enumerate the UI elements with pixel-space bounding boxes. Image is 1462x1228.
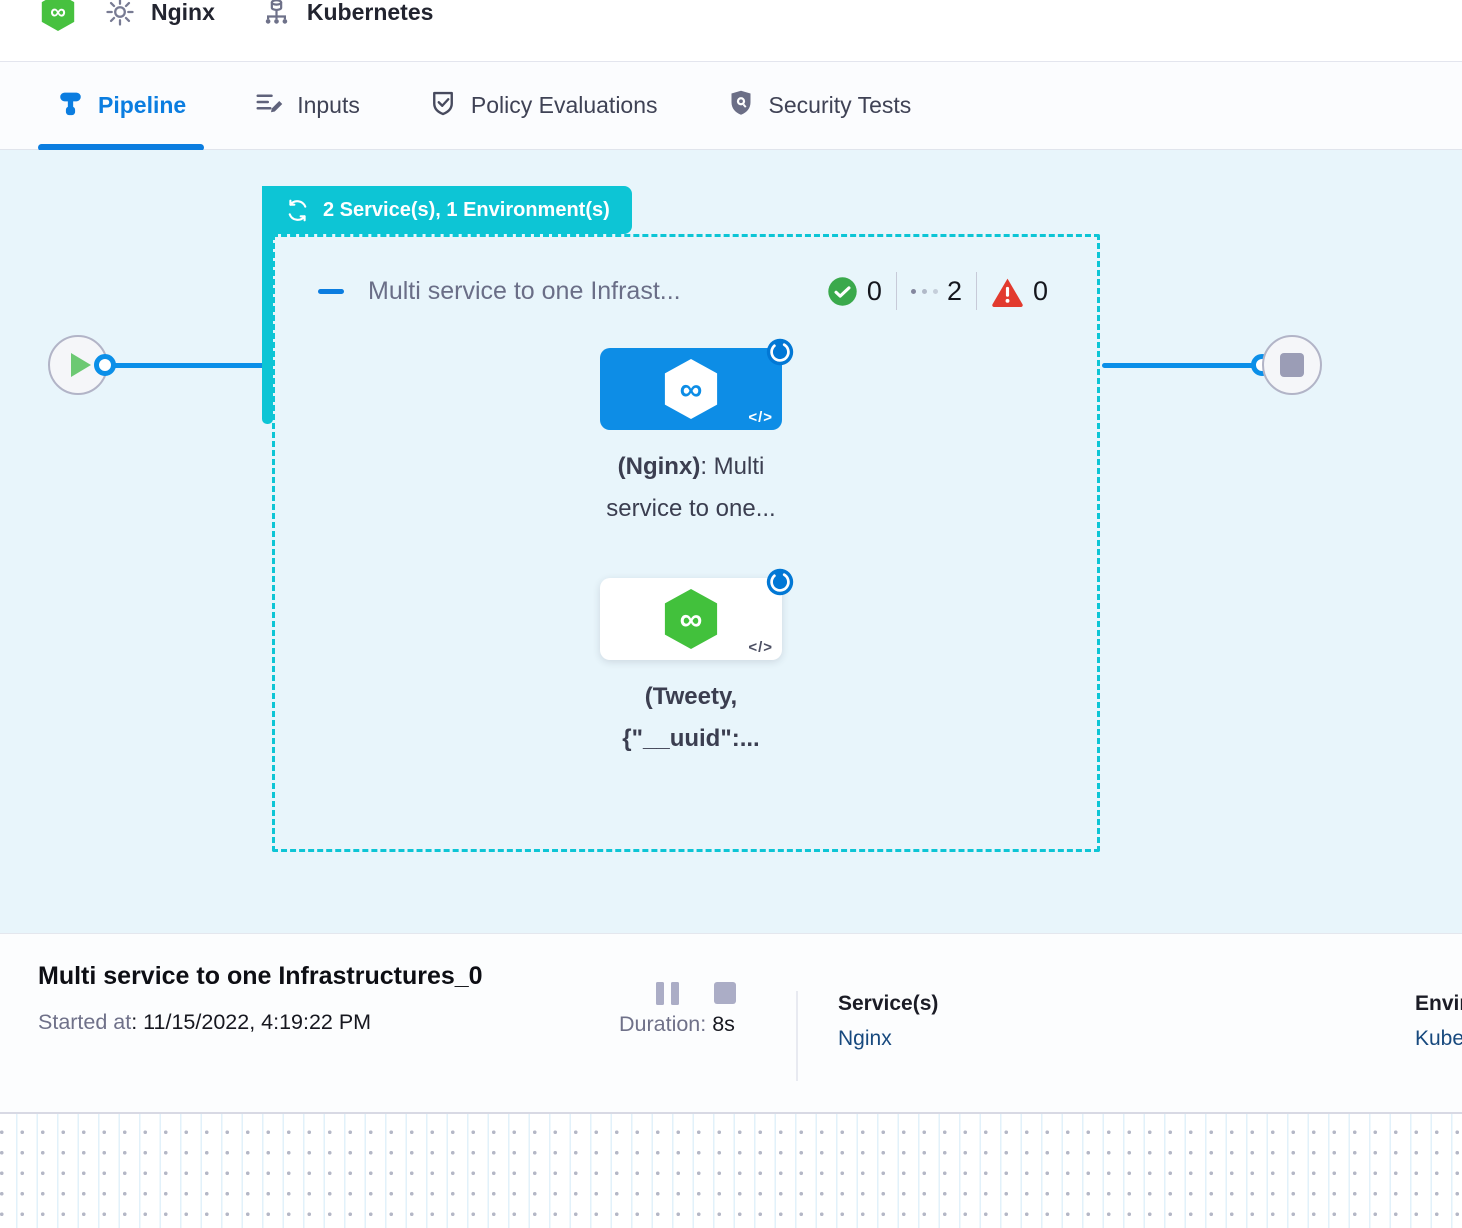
- play-icon: [70, 353, 91, 377]
- started-at-value: : 11/15/2022, 4:19:22 PM: [131, 1010, 372, 1034]
- stage-step-counts: 0 2 0: [827, 272, 1048, 310]
- node-label-line2: service to one...: [606, 495, 776, 522]
- running-count-icon: [910, 288, 938, 294]
- environment-link[interactable]: Kubernetes: [1415, 1027, 1462, 1050]
- pause-icon: [655, 981, 679, 1005]
- spinner-icon: [766, 338, 794, 366]
- service-node-nginx-label: (Nginx): Multi service to one...: [556, 446, 826, 530]
- execution-summary-bar: Multi service to one Infrastructures_0 S…: [0, 933, 1462, 1112]
- services-column: Service(s) Nginx: [838, 992, 938, 1051]
- policy-shield-check-icon: [428, 88, 458, 123]
- stage-header: Multi service to one Infrast... 0 2 0: [318, 268, 1048, 314]
- tab-policy-evaluations[interactable]: Policy Evaluations: [410, 62, 676, 150]
- stage-title: Multi service to one Infrast...: [368, 276, 681, 305]
- console-log-panel[interactable]: [0, 1112, 1462, 1228]
- pause-execution-button[interactable]: [650, 976, 684, 1010]
- count-divider: [975, 272, 977, 310]
- service-node-tweety-label: (Tweety, {"__uuid":...: [556, 676, 826, 760]
- pipeline-name[interactable]: Nginx: [151, 0, 215, 25]
- breadcrumb-bar: ∞ Nginx Kubernetes: [0, 0, 1462, 62]
- stage-group-strip: [262, 186, 273, 424]
- node-label-bold: (Nginx): [617, 453, 701, 480]
- harness-service-icon: ∞: [664, 359, 718, 419]
- running-count: 2: [946, 275, 962, 306]
- duration-value: 8s: [712, 1012, 735, 1036]
- sync-icon: [288, 199, 307, 221]
- duration-label: Duration:: [619, 1012, 713, 1036]
- abort-execution-button[interactable]: [708, 976, 742, 1010]
- execution-title: Multi service to one Infrastructures_0: [38, 962, 483, 990]
- collapse-stage-button[interactable]: [318, 288, 344, 294]
- environment-name[interactable]: Kubernetes: [306, 0, 434, 25]
- stop-icon: [714, 982, 736, 1004]
- service-link[interactable]: Nginx: [838, 1027, 892, 1050]
- edge-stage-to-end: [1102, 363, 1254, 368]
- pipeline-canvas: 2 Service(s), 1 Environment(s) Multi ser…: [0, 150, 1462, 933]
- end-node: [1262, 335, 1322, 395]
- services-label: Service(s): [838, 992, 939, 1015]
- cluster-icon: [261, 0, 292, 28]
- pipeline-tab-icon: [56, 89, 85, 123]
- start-node-out-port: [94, 354, 116, 376]
- started-at-label: Started at: [38, 1010, 132, 1034]
- tab-pipeline-label: Pipeline: [98, 92, 187, 118]
- success-count-icon: [828, 276, 857, 306]
- code-icon: </>: [748, 639, 773, 656]
- service-node-tweety[interactable]: ∞ </>: [600, 578, 782, 660]
- service-node-nginx[interactable]: ∞ </>: [600, 348, 782, 430]
- tab-policy-evaluations-label: Policy Evaluations: [470, 92, 658, 118]
- stage-group-badge-label: 2 Service(s), 1 Environment(s): [323, 198, 610, 221]
- stop-icon: [1280, 353, 1304, 377]
- node-label-line2: {"__uuid":...: [622, 725, 760, 752]
- tab-inputs-label: Inputs: [297, 92, 360, 118]
- tab-pipeline[interactable]: Pipeline: [38, 62, 205, 151]
- footer-divider: [796, 991, 798, 1081]
- breadcrumb: ∞ Nginx Kubernetes: [40, 0, 433, 38]
- started-at: Started at: 11/15/2022, 4:19:22 PM: [38, 1010, 371, 1035]
- code-icon: </>: [748, 409, 773, 426]
- environments-label: Environment(s): [1415, 992, 1462, 1015]
- security-shield-icon: [726, 88, 756, 123]
- inputs-tab-icon: [254, 88, 284, 123]
- environments-column: Environment(s) Kubernetes: [1415, 992, 1462, 1051]
- tab-security-tests-label: Security Tests: [768, 92, 912, 118]
- spinner-icon: [766, 568, 794, 596]
- failed-count: 0: [1032, 275, 1048, 306]
- stage-container: [272, 234, 1100, 852]
- duration: Duration: 8s: [619, 1012, 735, 1037]
- tab-security-tests[interactable]: Security Tests: [708, 62, 930, 150]
- stage-group-badge[interactable]: 2 Service(s), 1 Environment(s): [262, 186, 632, 234]
- count-divider: [895, 272, 897, 310]
- tab-inputs[interactable]: Inputs: [236, 62, 378, 150]
- edge-start-to-stage: [110, 363, 268, 368]
- node-label-rest: : Multi: [700, 453, 765, 480]
- failed-count-icon: [992, 278, 1023, 307]
- harness-service-icon: ∞: [664, 589, 718, 649]
- success-count: 0: [866, 275, 882, 306]
- node-label-line1: (Tweety,: [644, 683, 738, 710]
- pipeline-settings-icon[interactable]: [104, 0, 136, 28]
- harness-logo-icon: ∞: [41, 0, 75, 31]
- execution-tabs: Pipeline Inputs Policy Evaluations Secur…: [0, 62, 1462, 151]
